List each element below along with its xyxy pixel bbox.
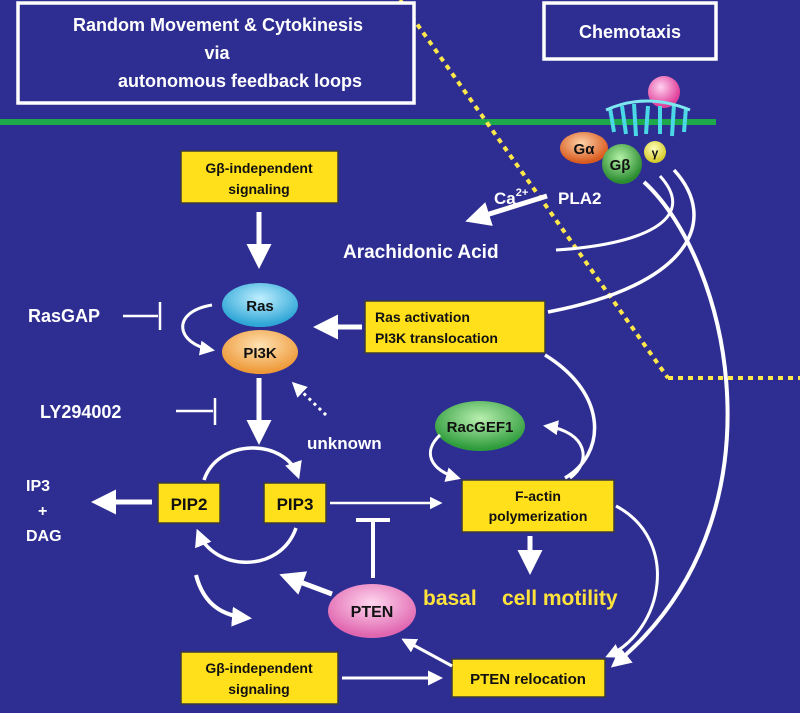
factin-polymerization-box	[461, 479, 615, 533]
racgef1-label: RacGEF1	[447, 419, 514, 436]
receptor-icon	[605, 76, 691, 137]
pla2-label: PLA2	[558, 189, 601, 208]
plus-label: +	[38, 503, 47, 520]
g-beta-subunit	[602, 144, 642, 184]
gbeta-independent-top-line2: signaling	[228, 181, 289, 197]
ras-oval	[222, 283, 298, 327]
gbeta-independent-top-line1: Gβ-independent	[205, 160, 313, 176]
pip3-to-pip2-bottom-arc	[195, 527, 298, 564]
chemotaxis-title-box	[542, 1, 718, 61]
pi3k-oval	[222, 330, 298, 374]
divider-line-diagonal	[398, 0, 670, 380]
pip3-box	[263, 482, 327, 524]
racgef1-to-factin-curve	[428, 433, 461, 482]
arrow-pten-relocation-to-pten	[401, 638, 453, 668]
ras-activation-to-factin-curve	[544, 353, 597, 480]
pip2-to-pten-curve	[194, 574, 252, 627]
gbeta-to-arachidonic-curve	[555, 174, 675, 252]
g-beta-label: Gβ	[610, 157, 631, 174]
arrow-pten-to-pip2	[279, 571, 333, 597]
random-movement-title-line1: Random Movement & Cytokinesis	[73, 15, 363, 35]
g-alpha-subunit	[560, 132, 608, 164]
factin-line2: polymerization	[489, 508, 588, 524]
pten-relocation-box	[451, 658, 606, 698]
unknown-dotted-arrow	[291, 381, 328, 417]
random-movement-title-line3: autonomous feedback loops	[118, 71, 362, 91]
racgef1-oval	[435, 401, 525, 451]
ly294002-label: LY294002	[40, 402, 121, 422]
unknown-label: unknown	[307, 434, 382, 453]
factin-line1: F-actin	[515, 488, 561, 504]
pip2-label: PIP2	[171, 495, 208, 514]
cell-motility-label: cell motility	[502, 587, 618, 610]
gbeta-independent-bottom-line2: signaling	[228, 681, 289, 697]
gamma-label: γ	[652, 146, 659, 160]
random-movement-title-line2: via	[204, 43, 230, 63]
arachidonic-acid-label: Arachidonic Acid	[343, 242, 499, 263]
pi3k-label: PI3K	[243, 345, 277, 362]
gbeta-to-ras-activation-curve	[547, 168, 696, 314]
ras-label: Ras	[246, 298, 274, 315]
ip3-label: IP3	[26, 478, 50, 495]
rasgap-label: RasGAP	[28, 306, 100, 326]
factin-to-pten-relocation-curve	[605, 504, 659, 658]
factin-to-racgef1-curve	[543, 420, 585, 480]
chemotaxis-title: Chemotaxis	[579, 22, 681, 42]
gamma-subunit	[644, 141, 666, 163]
gbeta-independent-bottom-line1: Gβ-independent	[205, 660, 313, 676]
gbeta-to-pten-relocation-curve	[610, 180, 730, 668]
arrow-to-arachidonic	[465, 193, 548, 226]
ras-to-pi3k-curve-arrow	[181, 303, 215, 356]
ras-activation-line2: PI3K translocation	[375, 330, 498, 346]
pten-oval	[328, 584, 416, 638]
pip2-box	[157, 482, 221, 524]
basal-label: basal	[423, 587, 477, 610]
random-movement-title-box	[16, 1, 416, 105]
pten-label: PTEN	[351, 604, 394, 621]
dag-label: DAG	[26, 528, 62, 545]
gbeta-independent-signaling-bottom-box	[180, 651, 339, 705]
ras-activation-line1: Ras activation	[375, 309, 470, 325]
ras-activation-box	[364, 300, 546, 354]
gbeta-independent-signaling-top-box	[180, 150, 339, 204]
pip2-to-pip3-top-arc	[202, 446, 302, 481]
ca2-label: Ca2+	[494, 187, 528, 208]
g-alpha-label: Gα	[574, 141, 596, 158]
pten-relocation-label: PTEN relocation	[470, 671, 586, 688]
pip3-label: PIP3	[277, 495, 314, 514]
